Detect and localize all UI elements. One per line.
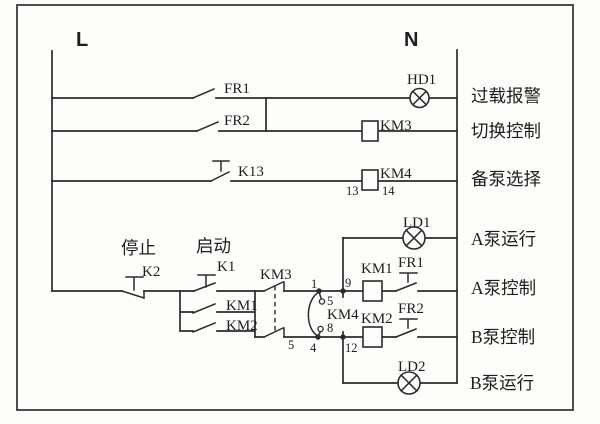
km4-terminal-8-circle <box>317 325 324 333</box>
ld2-label: LD2 <box>398 359 426 375</box>
start-caption: 启动 <box>196 236 231 256</box>
fr2-nc-contact-switch <box>196 121 219 132</box>
hd1-label: HD1 <box>407 72 436 88</box>
km4-terminal-5-circle <box>318 298 326 305</box>
right-rail-label: N <box>404 29 418 51</box>
km4-coil-label: KM4 <box>380 166 412 182</box>
k2-stop-button <box>121 276 145 299</box>
row-label-pump-b-run: B泵运行 <box>470 373 534 393</box>
left-rail-label: L <box>76 29 88 51</box>
fr1-nc-contact-alarm <box>192 88 215 99</box>
km2-coil-box <box>362 326 383 348</box>
km2-coil-label: KM2 <box>361 311 393 327</box>
km1-coil-label: KM1 <box>361 261 393 277</box>
ld1-label: LD1 <box>403 215 431 231</box>
km4-terminal-9: 9 <box>345 276 351 290</box>
fr1-alarm-label: FR1 <box>224 81 250 97</box>
km1-coil-box <box>362 280 383 302</box>
km4-terminal-4: 4 <box>310 341 317 355</box>
km2-seal-contact <box>192 322 216 333</box>
km4-terminal-1: 1 <box>311 277 317 291</box>
hd1-lamp <box>409 87 430 109</box>
row-label-pump-b-control: B泵控制 <box>471 327 535 347</box>
row-label-overload-alarm: 过载报警 <box>471 86 541 106</box>
fr2-switch-label: FR2 <box>224 113 250 129</box>
km4-changeover-switch <box>307 288 346 340</box>
km3-changeover-top-contact <box>263 281 285 292</box>
km4-terminal-4-dot <box>315 334 321 340</box>
row-label-pump-a-run: A泵运行 <box>471 229 536 249</box>
km4-terminal-12: 12 <box>345 341 358 355</box>
km4-terminal-5: 5 <box>327 294 333 308</box>
km4-coil-terminal-14: 14 <box>382 184 395 198</box>
k13-label: K13 <box>238 164 264 180</box>
km3-changeover-bottom-contact <box>263 327 285 338</box>
ld2-lamp <box>397 371 421 395</box>
fr2-pump-b-label: FR2 <box>398 301 424 317</box>
k1-label: K1 <box>217 259 235 275</box>
wire-seal-branches <box>179 290 256 338</box>
km2-seal-label: KM2 <box>226 318 258 334</box>
km3-contact-label: KM3 <box>260 267 292 283</box>
km3-coil-box <box>361 120 379 142</box>
row-label-switch-control: 切换控制 <box>471 121 541 141</box>
km4-coil-box <box>361 169 379 191</box>
k1-start-button <box>193 274 216 292</box>
km4-switch-label: KM4 <box>327 307 359 323</box>
drawing-border <box>16 4 574 411</box>
stop-caption: 停止 <box>121 238 156 258</box>
km1-seal-contact <box>192 303 216 314</box>
km1-seal-label: KM1 <box>226 298 258 314</box>
fr1-nc-contact-pump-a <box>395 272 418 292</box>
km4-terminal-9-dot <box>340 288 346 294</box>
row-label-standby-select: 备泵选择 <box>471 169 541 189</box>
km4-coil-terminal-13: 13 <box>346 184 359 198</box>
k2-label: K2 <box>142 264 160 280</box>
fr1-pump-a-label: FR1 <box>398 255 424 271</box>
row-label-pump-a-control: A泵控制 <box>471 278 536 298</box>
km4-terminal-12-dot <box>340 334 346 340</box>
ld1-lamp <box>402 226 426 250</box>
km4-terminal-8: 8 <box>327 321 333 335</box>
fr2-nc-contact-pump-b <box>395 318 418 338</box>
km4-terminal-1-dot <box>316 288 322 294</box>
km4-wiper-arc <box>307 290 321 338</box>
km3-terminal-5: 5 <box>288 338 294 352</box>
k13-contact <box>209 160 231 183</box>
km3-coil-label: KM3 <box>380 118 412 134</box>
